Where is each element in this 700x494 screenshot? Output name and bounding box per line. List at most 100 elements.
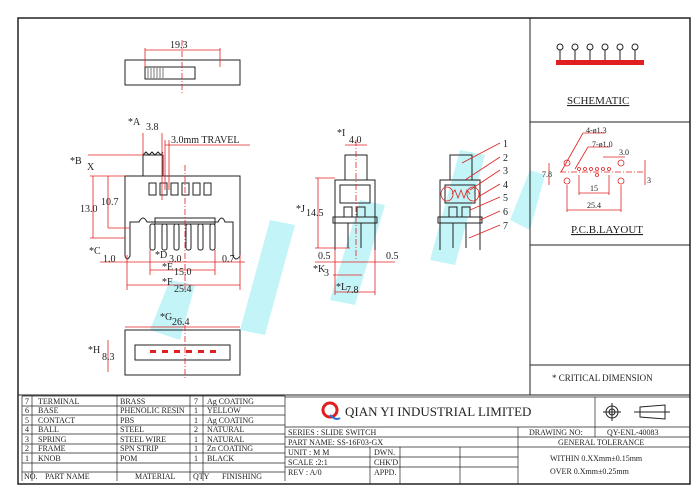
parts-cell-no: 1 [25,454,29,463]
parts-cell-qty: 1 [194,406,198,415]
dimension-label: 3 [647,176,651,185]
parts-cell-no: 6 [25,406,29,415]
dimension-label: 13.0 [80,204,98,215]
scale: SCALE :2:1 [288,458,328,467]
dimension-label: 10.7 [101,197,119,208]
tolerance-within: WITHIN 0.XXmm±0.15mm [550,454,643,463]
parts-cell-name: FRAME [38,444,66,453]
dimension-label: 1.0 [103,254,116,265]
company-name: QIAN YI INDUSTRIAL LIMITED [345,404,531,419]
parts-cell-name: KNOB [38,454,61,463]
parts-cell-material: STEEL [120,425,144,434]
parts-cell-name: SPRING [38,435,67,444]
parts-cell-name: CONTACT [38,416,75,425]
parts-cell-no: 2 [25,444,29,453]
dimension-label: 25.4 [587,201,601,210]
dimension-label: *F [162,277,173,288]
dimension-label: *H [88,345,100,356]
parts-cell-no: 4 [25,425,29,434]
dimension-label: 26.4 [172,317,190,328]
dimension-label: 14.5 [306,208,324,219]
series: SERIES : SLIDE SWITCH [288,428,376,437]
dimension-label: *D [155,250,167,261]
parts-header-no: NO. [24,472,38,481]
parts-cell-finishing: Ag COATING [207,397,254,406]
top-view: 19.3 [124,40,241,95]
parts-header-finishing: FINISHING [222,472,262,481]
parts-cell-qty: 1 [194,454,198,463]
pcb-title: P.C.B.LAYOUT [571,224,643,236]
dimension-label: *B [70,156,82,167]
dimension-label: *E [162,262,173,273]
appd-label: APPD. [374,468,396,477]
unit: UNIT : M M [288,448,329,457]
dimension-label: 4-ø1.3 [586,126,607,135]
dimension-label: 0.5 [318,251,331,262]
parts-cell-name: BASE [38,406,59,415]
part-name: PART NAME: SS-16F03-GX [288,438,383,447]
dimension-label: *J [296,204,305,215]
dimension-label: 7-ø1.0 [592,140,613,149]
dimension-label: 3.0mm TRAVEL [171,135,240,146]
parts-cell-material: POM [120,454,137,463]
dimension-label: 0.7 [222,254,235,265]
dimension-label: 3 [503,166,508,177]
parts-cell-material: PHENOLIC RESIN [120,406,185,415]
pcb-layout: 4-ø1.3 7-ø1.0 3.0 7.8 3 15 25.4 P.C.B.LA… [542,126,651,236]
parts-cell-finishing: BLACK [207,454,234,463]
parts-header-qty: QTY [193,472,210,481]
parts-cell-qty: 1 [194,435,198,444]
parts-header-material: MATERIAL [135,472,176,481]
revision: REV : A/0 [288,468,322,477]
title-block [285,396,690,484]
dimension-label: 7 [503,221,508,232]
dimension-label: 5 [503,193,508,204]
dimension-label: 15.0 [174,267,192,278]
parts-cell-finishing: NATURAL [207,435,244,444]
dimension-label: 1 [503,139,508,150]
parts-cell-material: STEEL WIRE [120,435,166,444]
parts-cell-finishing: YELLOW [207,406,241,415]
dimension-label: *I [337,128,345,139]
dimension-label: *K [313,264,326,275]
dimension-label: 2 [503,153,508,164]
bottom-view: *G 26.4 *H 8.3 [88,312,241,380]
company-logo [321,401,341,420]
general-tolerance: GENERAL TOLERANCE [558,438,644,447]
parts-cell-finishing: Ag COATING [207,416,254,425]
dimension-label: 3.8 [146,122,159,133]
parts-cell-qty: 1 [194,444,198,453]
tolerance-over: OVER 0.Xmm±0.25mm [550,467,630,476]
projection-symbol-icon [603,403,670,421]
sheet-border [17,17,691,485]
dimension-label: 7.8 [346,285,359,296]
parts-cell-material: SPN STRIP [120,444,159,453]
dimension-label: 3 [324,268,329,279]
dimension-label: *G [160,312,172,323]
schematic-title: SCHEMATIC [567,95,629,107]
parts-cell-no: 3 [25,435,29,444]
dimension-label: 6 [503,207,508,218]
dimension-label: 8.3 [102,352,115,363]
dimension-label: 3.0 [619,148,629,157]
parts-cell-material: BRASS [120,397,145,406]
dimension-label: 4.0 [349,135,362,146]
parts-cell-finishing: NATURAL [207,425,244,434]
parts-cell-qty: 2 [194,425,198,434]
chkd-label: CHK'D [374,458,398,467]
dim-width: 19.3 [170,40,188,51]
watermark [150,150,545,340]
dimension-label: *C [89,246,101,257]
drawing-no: QY-ENL-40083 [607,428,659,437]
parts-cell-name: BALL [38,425,59,434]
parts-table [21,395,286,481]
parts-cell-qty: 7 [194,397,198,406]
dimension-label: 15 [590,184,598,193]
side-view: *I 4.0 *J 14.5 0.5 0.5 *K 3 *L 7.8 [296,128,399,296]
dimension-label: 7.8 [542,170,552,179]
parts-header-name: PART NAME [45,472,90,481]
dimension-label: 3.0 [169,254,182,265]
dimension-label: 0.5 [386,251,399,262]
dimension-label: 25.4 [174,284,192,295]
dimension-label: X [87,162,95,173]
